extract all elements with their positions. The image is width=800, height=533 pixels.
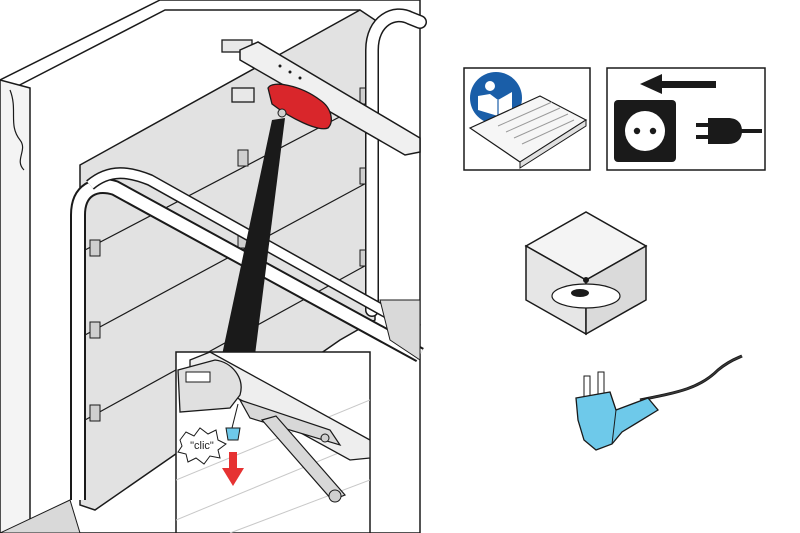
release-handle	[225, 427, 241, 441]
wall-torn-edge	[9, 89, 25, 171]
plug-cable	[639, 354, 743, 402]
clic-burst: "clic"	[177, 427, 227, 465]
operator-rail	[239, 41, 421, 156]
motor-housing-detail	[177, 359, 242, 413]
wall-edge	[9, 9, 360, 91]
euro-plug-icon	[575, 354, 743, 451]
garage-scene	[0, 0, 427, 533]
motor-head	[267, 83, 332, 130]
motor-pull-cord	[277, 108, 287, 118]
clic-sound-label: "clic"	[190, 440, 214, 452]
rail-holes	[278, 64, 302, 80]
read-manual-icon	[463, 67, 591, 171]
plug-body	[575, 391, 659, 451]
door-panel	[79, 9, 376, 511]
unplug-power-icon	[606, 67, 766, 171]
detail-callout: "clic"	[175, 351, 371, 533]
floor	[0, 299, 421, 533]
zoom-wedge	[222, 118, 285, 355]
wall-column	[0, 79, 31, 533]
door-arm	[260, 415, 347, 501]
pull-down-arrow	[222, 452, 244, 486]
ceiling-light-icon	[524, 211, 648, 336]
